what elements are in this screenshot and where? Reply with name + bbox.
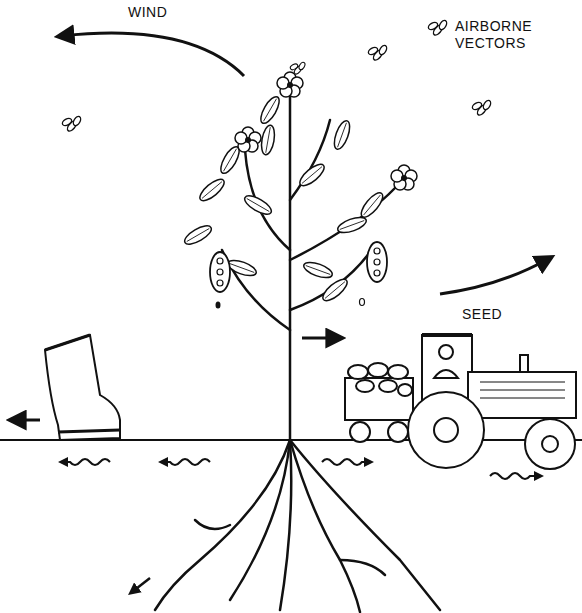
flowers (235, 72, 417, 190)
root-arrow (132, 578, 150, 592)
seed-pods (210, 242, 387, 309)
wind-arrow (62, 33, 244, 76)
tractor-arrow (302, 337, 338, 340)
boot-arrow (14, 419, 40, 422)
soil-arrows (62, 459, 540, 479)
stem (222, 95, 398, 440)
roots (155, 440, 440, 612)
leaves (182, 94, 386, 304)
airborne-insects (61, 19, 492, 132)
label-text: SEED (462, 306, 542, 323)
label-text: AIRBORNE VECTORS (455, 18, 555, 52)
label-text: WIND (128, 4, 208, 21)
boot (45, 335, 120, 440)
seed-arrow (440, 259, 548, 294)
tractor (345, 335, 576, 469)
